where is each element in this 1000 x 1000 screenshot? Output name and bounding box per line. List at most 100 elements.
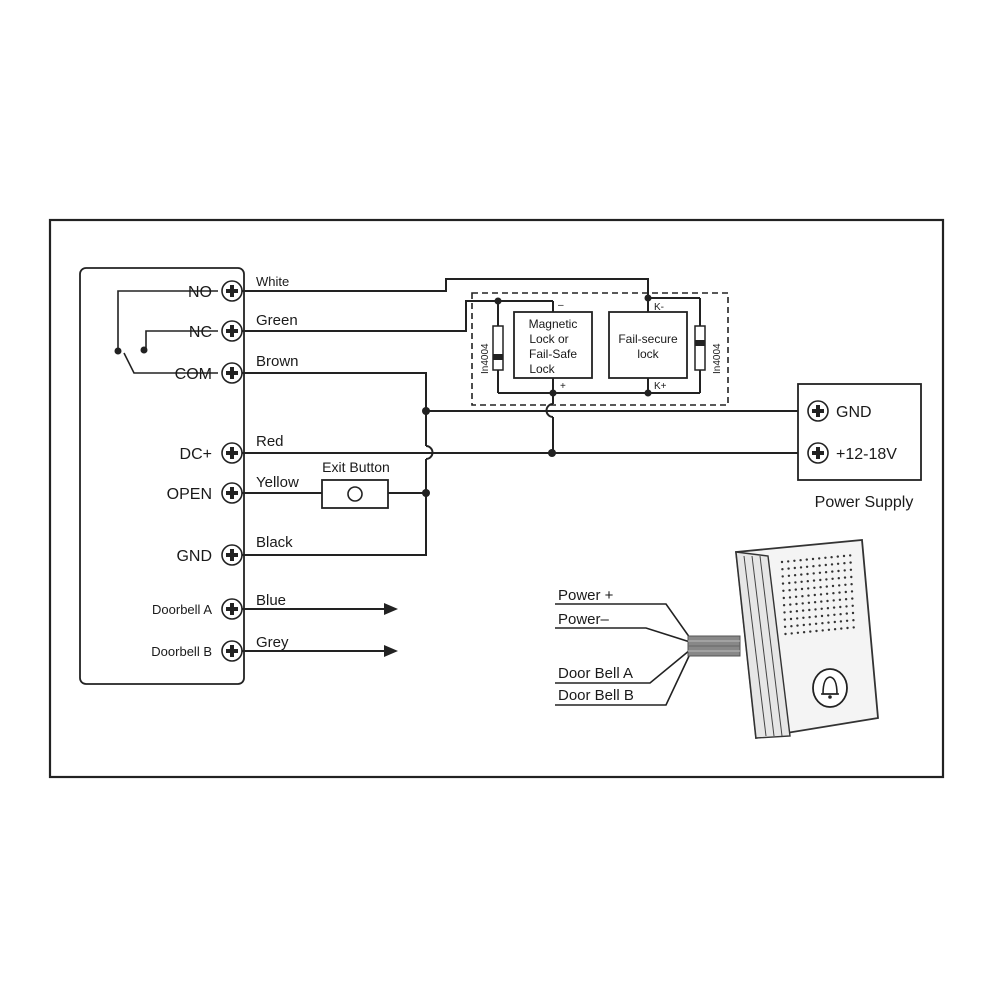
wire-label-green: Green (256, 312, 298, 329)
grille-hole (805, 565, 809, 568)
arrow-grey (384, 645, 398, 657)
grille-hole (813, 593, 816, 597)
wire-label-white: White (256, 274, 289, 289)
grille-hole (781, 582, 785, 585)
grille-hole (788, 589, 791, 592)
grille-hole (783, 611, 786, 614)
grille-hole (806, 572, 809, 576)
maglock-minus-label: – (558, 300, 564, 311)
grille-hole (814, 608, 817, 611)
grille-hole (820, 600, 823, 603)
grille-hole (799, 566, 803, 569)
grille-hole (836, 562, 840, 565)
grille-hole (802, 623, 805, 627)
grille-hole (819, 593, 823, 596)
grille-hole (811, 557, 815, 561)
grille-hole (787, 574, 791, 577)
grille-hole (808, 623, 812, 626)
grille-hole (793, 574, 797, 577)
grille-hole (825, 592, 829, 595)
grille-hole (782, 589, 785, 592)
bell-button (812, 668, 848, 708)
grille-hole (844, 598, 848, 601)
grille-hole (824, 556, 827, 559)
terminal-label-no: NO (188, 284, 212, 301)
grille-hole (833, 613, 836, 616)
screw-terminal-gnd (221, 544, 243, 566)
grille-hole (801, 602, 804, 605)
maglock-text-4: Lock (529, 362, 555, 376)
grille-hole (844, 583, 847, 586)
grille-hole (812, 565, 815, 568)
grille-hole (831, 570, 834, 573)
screw-terminal-com (221, 362, 243, 384)
grille-hole (806, 580, 809, 583)
grille-hole (794, 595, 798, 598)
grille-hole (845, 605, 848, 608)
grille-hole (820, 614, 824, 618)
grille-hole (827, 614, 830, 617)
grille-hole (787, 567, 790, 570)
grille-hole (850, 575, 853, 579)
grille-hole (842, 554, 846, 558)
relay-contacts (114, 290, 218, 374)
grille-hole (821, 629, 824, 632)
grille-hole (801, 595, 804, 598)
grille-hole (808, 608, 811, 612)
grille-hole (825, 585, 828, 588)
diode-left (492, 325, 504, 371)
fail-secure-lock-box (608, 311, 688, 379)
k-minus-label: K- (654, 302, 664, 313)
grille-hole (819, 578, 822, 582)
maglock-plus-label: + (560, 381, 566, 392)
wire-label-black: Black (256, 534, 293, 551)
grille-hole (826, 607, 830, 610)
fail-secure-text-1: Fail-secure (618, 332, 678, 346)
grille-hole (830, 563, 834, 566)
screw-terminal-no (221, 280, 243, 302)
grille-hole (851, 597, 854, 600)
diode-right (694, 325, 706, 371)
grille-hole (800, 573, 803, 576)
grille-hole (852, 626, 855, 629)
wire-label-red: Red (256, 433, 284, 450)
psu-vplus-label: +12-18V (836, 446, 897, 463)
doorbell-wire-label-a: Door Bell A (558, 665, 633, 682)
wire-black (242, 493, 427, 556)
wire-label-grey: Grey (256, 634, 289, 651)
grille-hole (849, 554, 852, 557)
grille-hole (782, 596, 785, 600)
arrow-blue (384, 603, 398, 615)
diagram-frame (48, 218, 945, 779)
grille-hole (851, 604, 854, 607)
grille-hole (793, 559, 796, 562)
terminal-label-open: OPEN (167, 486, 212, 503)
screw-terminal-dc (221, 442, 243, 464)
grille-hole (813, 586, 816, 589)
doorbell-wire-label-power-minus: Power– (558, 611, 610, 628)
grille-hole (825, 578, 828, 581)
wire-green (242, 300, 498, 332)
grille-hole (832, 592, 835, 595)
grille-hole (783, 625, 787, 628)
grille-hole (802, 616, 805, 619)
diode-right-label: In4004 (712, 343, 723, 374)
grille-hole (789, 603, 792, 606)
grille-hole (827, 628, 831, 631)
screw-terminal-psu-vplus (807, 442, 829, 464)
maglock-text-3: Fail-Safe (529, 347, 577, 361)
grille-hole (814, 622, 818, 625)
screw-terminal-doorbell-a (221, 598, 243, 620)
exit-button-label: Exit Button (322, 459, 390, 475)
grille-hole (832, 606, 836, 609)
grille-hole (837, 577, 840, 580)
grille-hole (801, 609, 805, 612)
grille-hole (814, 615, 817, 618)
terminal-label-com: COM (175, 366, 212, 383)
magnetic-lock-box (513, 311, 593, 379)
grille-hole (820, 607, 823, 610)
grille-hole (788, 596, 792, 599)
grille-hole (782, 604, 786, 607)
grille-hole (802, 631, 806, 634)
terminal-label-doorbell-a: Doorbell A (152, 602, 212, 617)
